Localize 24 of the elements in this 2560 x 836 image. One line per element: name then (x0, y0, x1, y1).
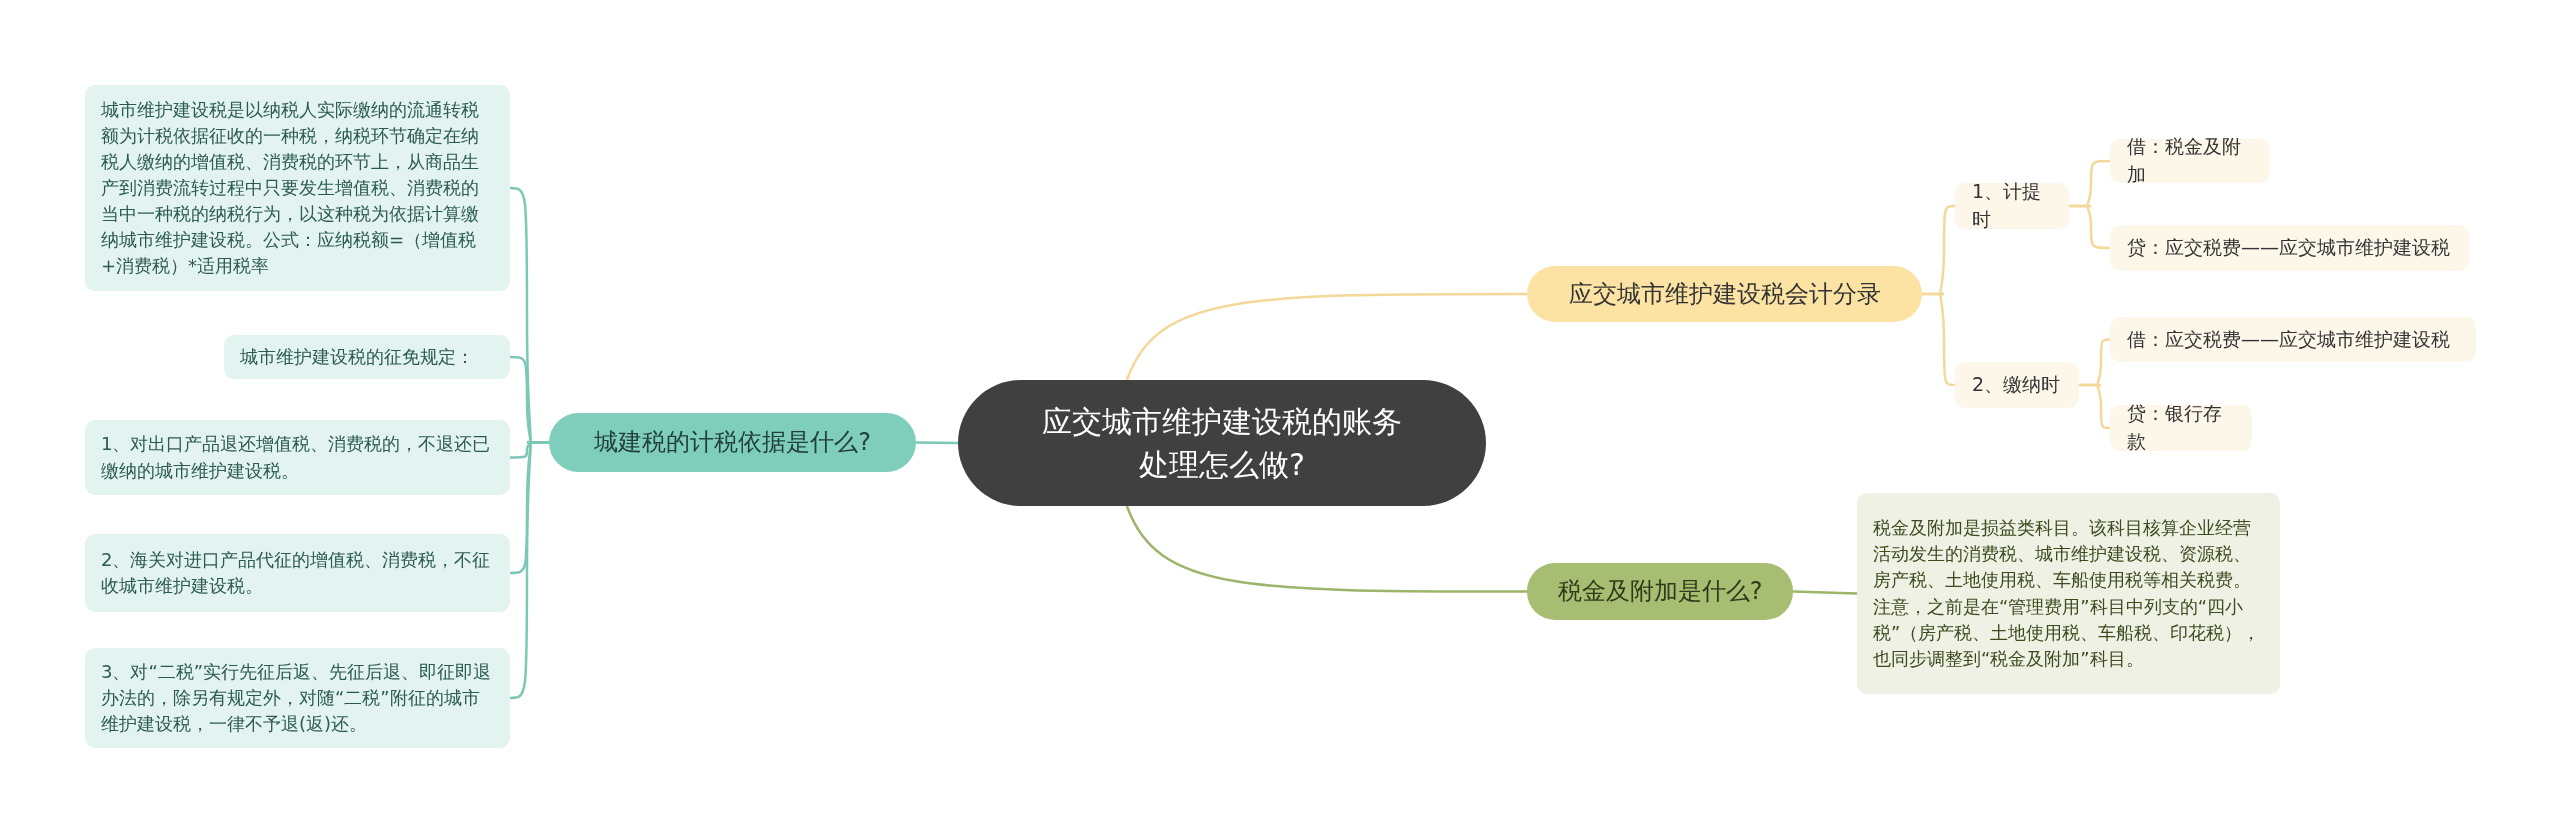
topic-box: 应交城市维护建设税会计分录 (1527, 266, 1922, 322)
text-card: 1、对出口产品退还增值税、消费税的，不退还已缴纳的城市维护建设税。 (85, 420, 510, 495)
topic-box: 税金及附加是什么? (1527, 563, 1793, 620)
text-card: 城市维护建设税的征免规定： (224, 335, 510, 379)
text-card: 2、海关对进口产品代征的增值税、消费税，不征收城市维护建设税。 (85, 534, 510, 612)
connector-line (509, 441, 549, 700)
topic-box: 城建税的计税依据是什么? (549, 413, 916, 472)
text-card: 税金及附加是损益类科目。该科目核算企业经营活动发生的消费税、城市维护建设税、资源税、房产税、土地使用税、车船使用税等相关税费。注意，之前是在“管理费用”科目中列支的“四小税”（房产税、土地使用税、车船税、印花税），也同步调整到“税金及附加”科目。 (1857, 493, 2280, 694)
connector-line (2079, 383, 2111, 430)
connector-line (1792, 590, 1858, 595)
text-card: 城市维护建设税是以纳税人实际缴纳的流通转税额为计税依据征收的一种税，纳税环节确定在纳税人缴纳的增值税、消费税的环节上，从商品生产到消费流转过程中只要发生增值税、消费税的当中一种税的纳税行为，以这种税为依据计算缴纳城市维护建设税。公式：应纳税额=（增值税+消费税）*适用税率 (85, 85, 510, 291)
text-card: 3、对“二税”实行先征后返、先征后退、即征即退办法的，除另有规定外，对随“二税”附征的城市维护建设税，一律不予退(返)还。 (85, 648, 510, 748)
connector-line (1922, 292, 1956, 387)
subtopic-box: 2、缴纳时 (1955, 362, 2079, 408)
subtopic-box: 借：应交税费——应交城市维护建设税 (2110, 317, 2476, 362)
connector-line (916, 441, 958, 445)
connector-line (1125, 292, 1527, 381)
connector-line (2069, 204, 2110, 250)
subtopic-box: 1、计提时 (1955, 183, 2069, 229)
subtopic-box: 借：税金及附加 (2110, 139, 2270, 183)
subtopic-box: 贷：银行存款 (2110, 405, 2252, 451)
connector-line (1125, 505, 1527, 593)
central-topic-box: 应交城市维护建设税的账务处理怎么做? (958, 380, 1486, 506)
subtopic-box: 贷：应交税费——应交城市维护建设税 (2110, 225, 2469, 271)
